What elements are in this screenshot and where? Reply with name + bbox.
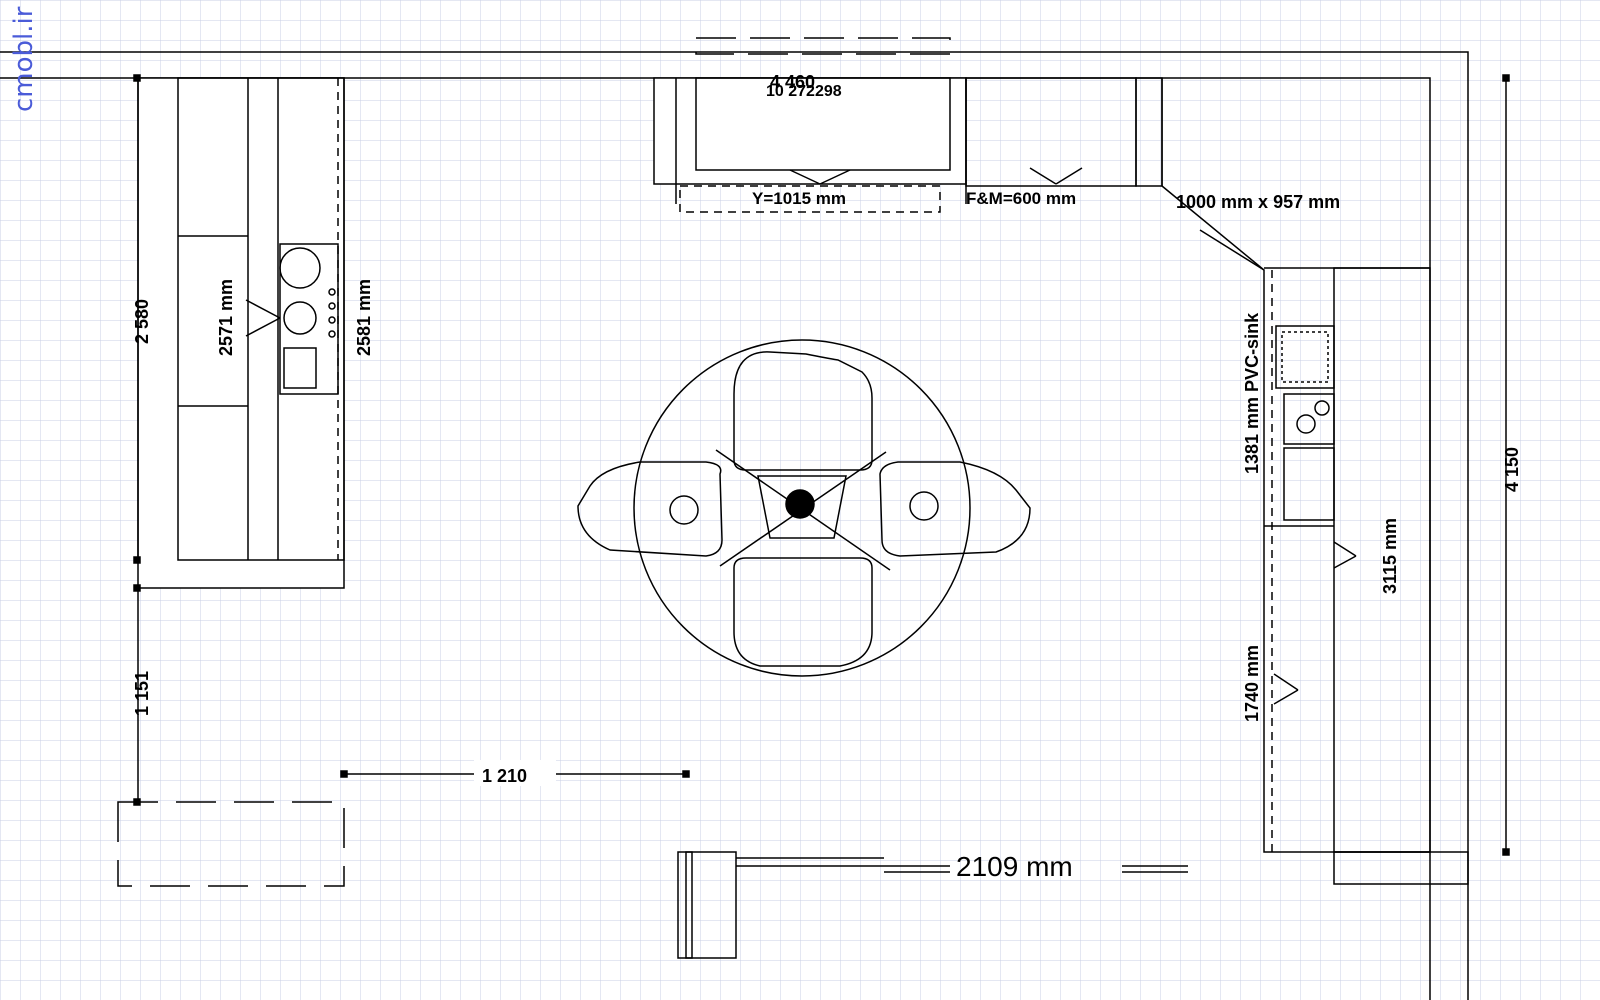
watermark: cmobl.ir bbox=[9, 6, 39, 112]
label-bottom-gap: 1 210 bbox=[482, 766, 527, 786]
label-left-cabinet-inner: 2571 mm bbox=[216, 279, 236, 356]
label-left-cabinet-outer: 2581 mm bbox=[354, 279, 374, 356]
chair-bottom bbox=[733, 557, 873, 667]
chair-left bbox=[577, 461, 723, 557]
dim-line-bottom-span bbox=[884, 865, 1188, 873]
label-corner-cabinet: 1000 mm x 957 mm bbox=[1176, 192, 1340, 212]
dim-line-right bbox=[1502, 74, 1510, 856]
label-bottom-span: 2109 mm bbox=[956, 851, 1073, 882]
left-door-zone bbox=[117, 801, 345, 887]
label-y-depth: Y=1015 mm bbox=[752, 189, 846, 208]
left-stove bbox=[245, 243, 339, 395]
label-top-sub: 10 272298 bbox=[766, 83, 842, 100]
left-counter bbox=[137, 77, 345, 589]
label-top-total: 4 460 bbox=[770, 72, 815, 92]
chair-top bbox=[733, 351, 873, 471]
label-left-gap: 1 151 bbox=[132, 671, 152, 716]
bottom-wall bbox=[677, 851, 1469, 959]
label-fm-width: F&M=600 mm bbox=[966, 189, 1076, 208]
label-right-lower: 1740 mm bbox=[1242, 645, 1262, 722]
chair-right bbox=[879, 461, 1031, 557]
dim-line-left bbox=[133, 74, 141, 806]
label-right-cabinet: 3115 mm bbox=[1380, 518, 1400, 594]
label-right-wall: 4 150 bbox=[1502, 447, 1522, 492]
right-sink bbox=[1273, 325, 1357, 705]
label-sink: 1381 mm PVC-sink bbox=[1242, 312, 1262, 474]
label-left-wall: 2 580 bbox=[132, 299, 152, 344]
